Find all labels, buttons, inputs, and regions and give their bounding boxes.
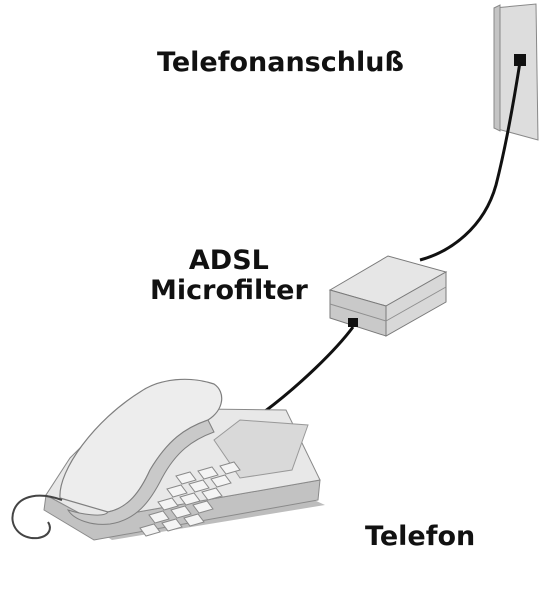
telephone	[11, 378, 325, 541]
microfilter-label-line1: ADSL	[188, 245, 269, 276]
wall-jack-label: Telefonanschluß	[157, 47, 404, 78]
microfilter-label: ADSL Microfilter	[150, 245, 308, 307]
wall-jack-socket	[514, 54, 526, 66]
microfilter-port	[348, 318, 358, 327]
microfilter-box	[328, 255, 448, 337]
phone-cord	[11, 494, 63, 540]
microfilter-label-line2: Microfilter	[150, 275, 308, 307]
wall-jack	[493, 3, 539, 141]
telephone-label: Telefon	[365, 521, 476, 552]
cable-filter-to-phone	[263, 326, 355, 414]
keypad	[139, 461, 241, 537]
cable-wall-to-filter	[419, 61, 522, 262]
